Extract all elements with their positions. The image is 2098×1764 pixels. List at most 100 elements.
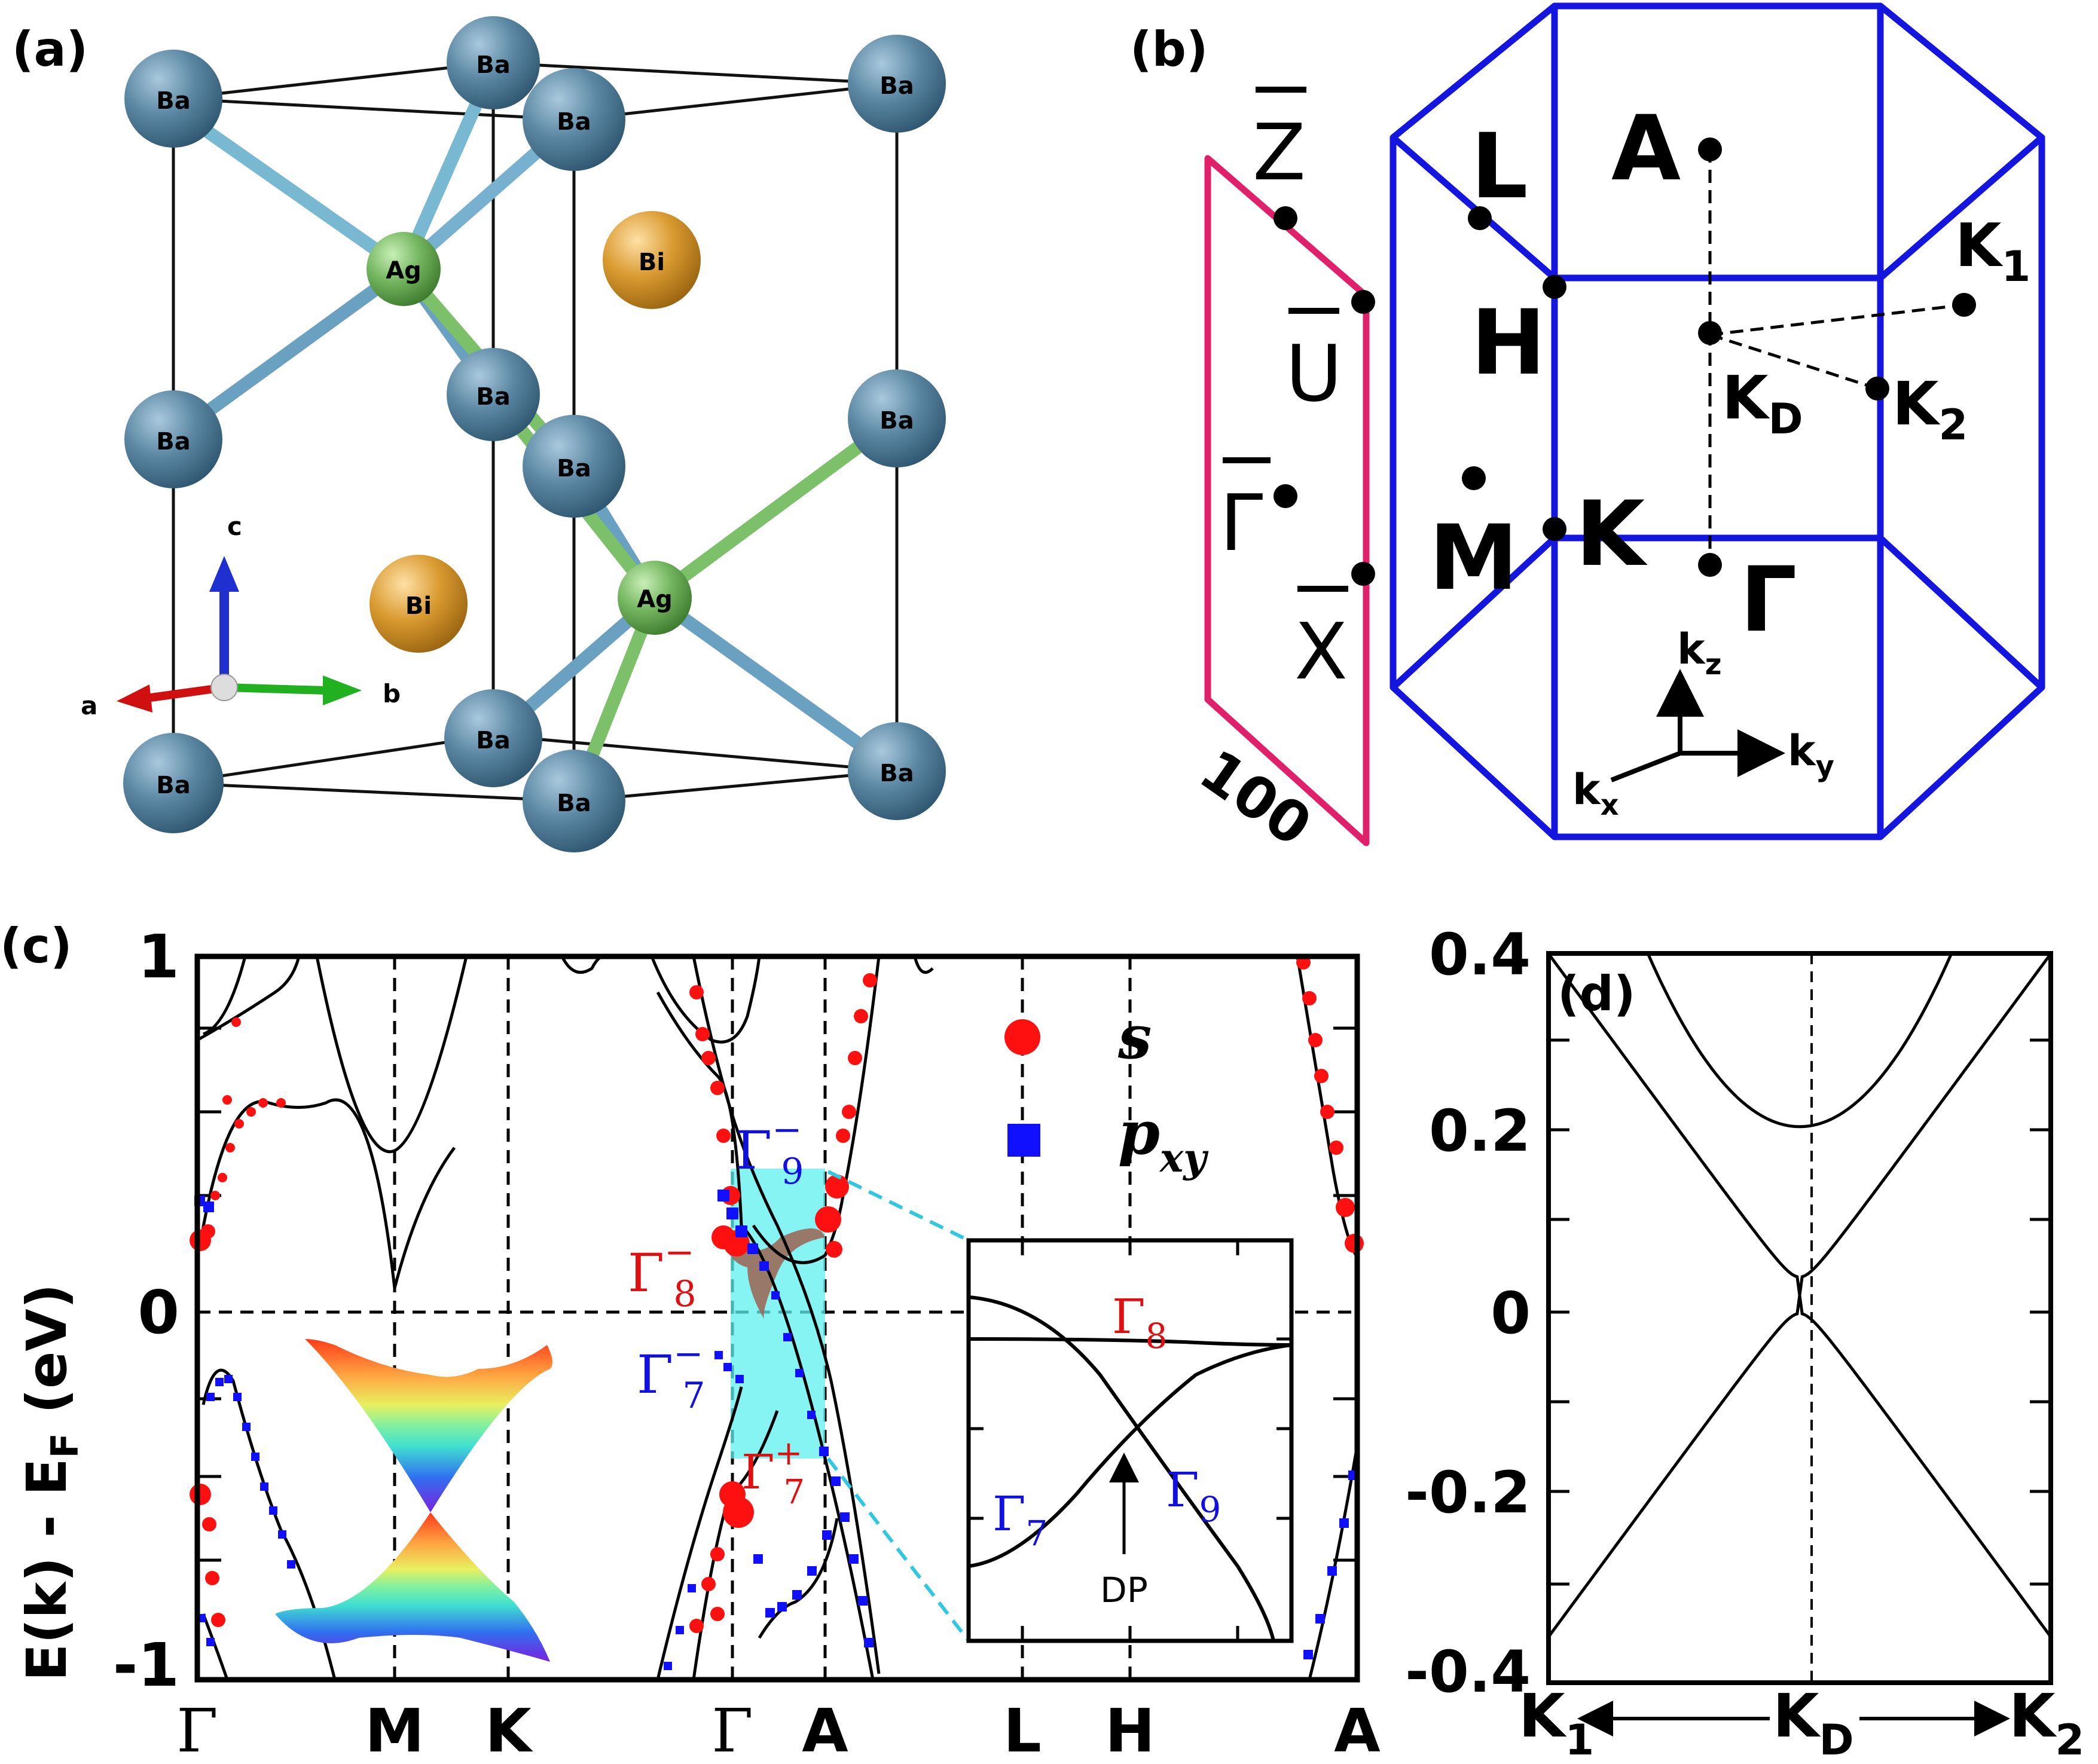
bz-labels: A L H K M Γ K1 K2 KD — [1429, 97, 2030, 652]
d-xlabels: K1 KD K2 — [1519, 1681, 2084, 1764]
svg-text:0: 0 — [1491, 1280, 1531, 1347]
surface-labels: Z U Γ X 100 — [1188, 87, 1348, 860]
panel-c: (c) E(k) - EF (eV) 1 0 -1 — [0, 918, 1381, 1764]
svg-text:L: L — [1003, 1696, 1042, 1764]
surface-label-U: U — [1285, 328, 1342, 419]
d-xlabel-k1: K1 — [1519, 1681, 1594, 1764]
bz-label-A: A — [1611, 97, 1681, 201]
svg-text:Ba: Ba — [879, 760, 914, 787]
inset-ticks — [969, 1240, 1291, 1641]
svg-text:0.2: 0.2 — [1429, 1097, 1531, 1164]
irrep-g7-minus: Γ−7 — [637, 1333, 706, 1417]
bz-label-K1: K1 — [1955, 210, 2030, 291]
panel-c-label: (c) — [0, 918, 72, 974]
c-p-markers — [194, 1190, 1358, 1670]
atom-ba-2: Ba — [124, 50, 222, 148]
d-xlabel-kd: KD — [1773, 1681, 1854, 1764]
atom-ba-5: Ba — [447, 348, 540, 441]
atom-ba-10: Ba — [848, 722, 946, 820]
atom-ba-7: Ba — [848, 369, 946, 467]
d-xlabel-k2: K2 — [2009, 1681, 2084, 1764]
c-plot-frame — [194, 953, 1360, 1683]
inset-g8-label: Γ8 — [1112, 1289, 1167, 1356]
svg-text:Γ: Γ — [176, 1696, 218, 1764]
svg-text:A: A — [1334, 1696, 1380, 1764]
atom-ba-12: Ba — [523, 750, 625, 852]
irrep-g7-plus: Γ+7 — [741, 1434, 805, 1512]
svg-text:Ba: Ba — [557, 108, 591, 136]
svg-text:Ba: Ba — [476, 51, 510, 79]
panel-a-label: (a) — [12, 22, 88, 77]
bz-points — [1274, 137, 1976, 586]
svg-text:Ba: Ba — [557, 455, 591, 482]
svg-text:Ba: Ba — [879, 407, 914, 435]
panel-a: (a) — [12, 16, 946, 852]
atom-bi-1: Bi — [603, 211, 701, 309]
kx-label: kx — [1572, 765, 1619, 822]
svg-text:Bi: Bi — [639, 249, 665, 276]
atom-ba-3: Ba — [848, 35, 946, 133]
panel-d: (d) 0.4 0.2 0 -0.2 -0.4 K1 KD K2 — [1405, 921, 2084, 1764]
d-band-2 — [1547, 953, 2053, 1638]
atom-ba-11: Ba — [123, 733, 224, 833]
bz-label-K2: K2 — [1892, 369, 1968, 450]
atom-ag-1: Ag — [367, 232, 441, 306]
dirac-cone-3d-inset — [275, 1339, 552, 1662]
irrep-g9-minus: Γ−9 — [735, 1109, 804, 1193]
atom-ag-2: Ag — [618, 561, 692, 635]
svg-text:Ag: Ag — [637, 586, 673, 613]
d-axis-ticks — [1549, 1038, 2051, 1586]
svg-text:K: K — [485, 1696, 533, 1764]
svg-text:H: H — [1105, 1696, 1155, 1764]
inset-g7-label: Γ7 — [992, 1486, 1048, 1554]
irrep-g8-minus: Γ−8 — [628, 1231, 697, 1315]
d-yticks: 0.4 0.2 0 -0.2 -0.4 — [1405, 921, 1531, 1705]
atom-ba-6: Ba — [124, 390, 222, 488]
svg-text:Ba: Ba — [156, 772, 190, 799]
surface-plane-100 — [1204, 155, 1370, 846]
legend-s-label: s — [1117, 1002, 1152, 1072]
axis-b-label: b — [383, 679, 401, 708]
bz-label-Gamma: Γ — [1740, 548, 1797, 652]
inset-g9-label: Γ9 — [1166, 1462, 1221, 1530]
legend-p-marker — [1007, 1124, 1040, 1157]
ky-label: ky — [1788, 726, 1834, 783]
c-xticks: Γ M K Γ A L H A — [176, 1696, 1380, 1764]
brillouin-zone — [1389, 2, 2045, 840]
svg-text:Bi: Bi — [405, 592, 432, 620]
axis-a-label: a — [81, 691, 97, 720]
bz-label-M: M — [1429, 506, 1518, 610]
atom-ba-4: Ba — [523, 68, 625, 171]
svg-text:Ba: Ba — [879, 72, 914, 100]
svg-text:Ba: Ba — [476, 383, 510, 411]
d-band-3 — [1644, 952, 1956, 1129]
panel-d-label: (d) — [1558, 966, 1635, 1022]
inset-dp-label: DP — [1100, 1570, 1148, 1610]
bz-label-K: K — [1575, 482, 1648, 586]
svg-text:Ba: Ba — [156, 428, 190, 455]
axis-c-label: c — [227, 512, 242, 541]
svg-text:-0.4: -0.4 — [1405, 1638, 1531, 1705]
svg-text:A: A — [802, 1696, 848, 1764]
k-axes: kz ky kx — [1572, 625, 1834, 822]
c-s-markers — [190, 955, 1364, 1633]
legend-p-label: pxy — [1118, 1097, 1209, 1181]
svg-text:Ba: Ba — [156, 87, 190, 115]
c-ytick-m1: -1 — [113, 1630, 179, 1700]
panel-b: (b) — [1130, 2, 2045, 860]
kz-label: kz — [1677, 625, 1722, 681]
svg-text:-0.2: -0.2 — [1405, 1459, 1531, 1526]
surface-label-X: X — [1294, 606, 1348, 697]
svg-text:Ba: Ba — [557, 790, 591, 817]
d-bands — [1547, 952, 2053, 1638]
atom-ba-8: Ba — [523, 415, 625, 518]
svg-text:0.4: 0.4 — [1429, 921, 1531, 988]
c-legend: s pxy — [1004, 1002, 1209, 1181]
surface-label-100: 100 — [1188, 738, 1323, 860]
inset-connectors — [826, 1170, 970, 1642]
dirac-highlight-region — [731, 1169, 825, 1459]
surface-label-Gamma: Γ — [1220, 478, 1263, 568]
bz-label-L: L — [1471, 115, 1528, 219]
c-ytick-0: 0 — [138, 1277, 179, 1347]
d-plot-frame — [1546, 951, 2053, 1685]
